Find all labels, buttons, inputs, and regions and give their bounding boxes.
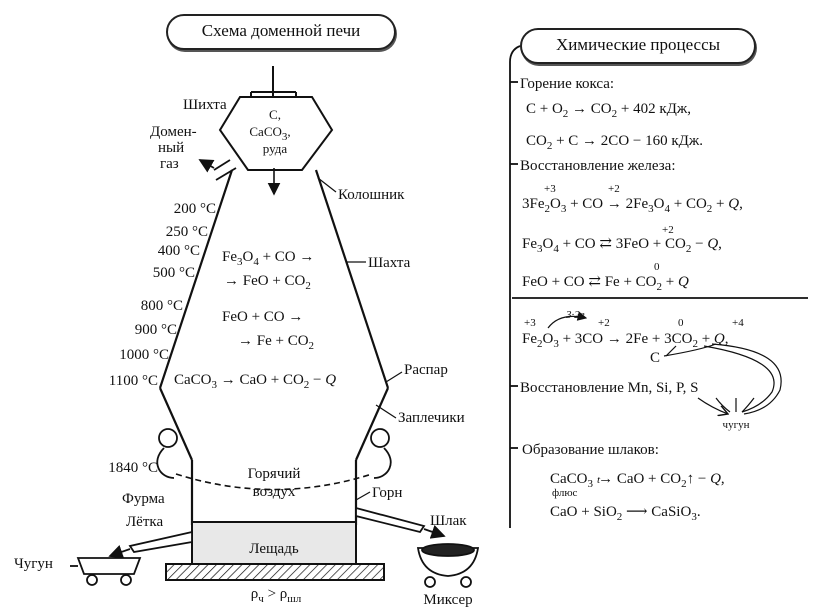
charge-ore: руда	[263, 141, 288, 156]
density-relation: ρч > ρшл	[251, 586, 302, 605]
temp-label: 800 °C	[141, 298, 183, 314]
temp-label: 900 °C	[135, 322, 177, 338]
label-shakhta: Шахта	[368, 255, 411, 271]
temperature-labels: 200 °C 250 °C 400 °C 500 °C 800 °C 900 °…	[108, 201, 216, 476]
equation-4: Fe3O4 + CO ⇄ 3FeO + CO2 − Q,	[522, 236, 722, 255]
reaction-3: CaCO3 → CaO + CO2 − Q	[174, 372, 336, 391]
oxidation-state: 0	[654, 261, 660, 273]
label-koloshnik: Колошник	[338, 187, 405, 203]
mn-curves	[697, 343, 782, 414]
label-shlak: Шлак	[430, 513, 467, 529]
equation-3: 3Fe2O3 + CO → 2Fe3O4 + CO2 + Q,	[522, 196, 743, 215]
reaction-1-line-1: Fe3O4 + CO →	[222, 249, 314, 268]
gas-outlet	[198, 159, 237, 181]
label-chugun: Чугун	[14, 556, 53, 572]
reaction-2-line-1: FeO + CO →	[222, 309, 303, 325]
equation-1: C + O2 → CO2 + 402 кДж,	[526, 101, 691, 120]
temp-label: 1100 °C	[109, 373, 158, 389]
tuyere-right	[370, 428, 392, 479]
furnace-title: Схема доменной печи	[166, 14, 396, 50]
temp-label: 200 °C	[174, 201, 216, 217]
equation-5: FeO + CO ⇄ Fe + CO2 + Q	[522, 274, 689, 293]
temp-label: 1840 °C	[108, 460, 158, 476]
equation-8: CaO + SiO2 ⟶ CaSiO3.	[550, 504, 701, 523]
label-shikhta: Шихта	[183, 97, 227, 113]
processes-title: Химические процессы	[520, 28, 756, 64]
carbon-link	[663, 343, 717, 357]
tuyere-left	[156, 428, 178, 479]
section-mn: Восстановление Mn, Si, P, S	[520, 380, 698, 396]
label-mikser: Миксер	[423, 592, 472, 608]
chugun-small-label: чугун	[723, 419, 750, 431]
charge-caco3: CaCO3,	[249, 124, 290, 143]
label-gas-3: газ	[160, 156, 179, 172]
charge-c: C,	[269, 107, 281, 122]
temp-label: 500 °C	[153, 265, 195, 281]
section-coke: Горение кокса:	[520, 76, 614, 92]
label-letka: Лётка	[126, 514, 163, 530]
label-zaplechiki: Заплечики	[398, 410, 465, 426]
oxidation-state: +4	[732, 317, 744, 329]
electron-transfer: 3·2e	[565, 309, 585, 321]
reaction-2-line-2: → Fe + CO2	[238, 333, 314, 352]
oxidation-state: +2	[662, 224, 674, 236]
iron-taphole	[108, 530, 193, 559]
label-hot: Горячий	[248, 466, 301, 482]
oxidation-state: +2	[598, 317, 610, 329]
section-iron: Восстановление железа:	[520, 158, 676, 174]
processes-bracket	[509, 45, 808, 528]
label-furma: Фурма	[122, 491, 165, 507]
temp-label: 250 °C	[166, 224, 208, 240]
section-slag: Образование шлаков:	[522, 442, 659, 458]
oxidation-state: 0	[678, 317, 684, 329]
equation-2: CO2 + C → 2CO − 160 кДж.	[526, 133, 703, 152]
carbon-label: C	[650, 350, 660, 366]
label-gas-1: Домен-	[150, 124, 197, 140]
oxidation-state: +3	[544, 183, 556, 195]
charge-hopper	[218, 66, 334, 171]
oxidation-state: +3	[524, 317, 536, 329]
mixer	[416, 543, 480, 588]
iron-cart	[70, 557, 142, 586]
label-gorn: Горн	[372, 485, 402, 501]
electron-arrow	[547, 311, 588, 329]
slag-taphole	[355, 506, 446, 539]
hot-air-arc	[175, 473, 373, 491]
reaction-1-line-2: → FeO + CO2	[224, 273, 311, 292]
label-leshchad: Лещадь	[249, 541, 299, 557]
label-gas-2: ный	[158, 140, 184, 156]
furnace-outline	[158, 169, 390, 581]
equation-6: Fe2O3 + 3CO → 2Fe + 3CO2 + Q,	[522, 331, 729, 350]
label-raspar: Распар	[404, 362, 448, 378]
temp-label: 1000 °C	[119, 347, 169, 363]
temp-label: 400 °C	[158, 243, 200, 259]
label-air: воздух	[253, 484, 296, 500]
oxidation-state: +2	[608, 183, 620, 195]
flux-label: флюс	[552, 487, 578, 499]
carbon-arrow-left	[665, 345, 677, 357]
